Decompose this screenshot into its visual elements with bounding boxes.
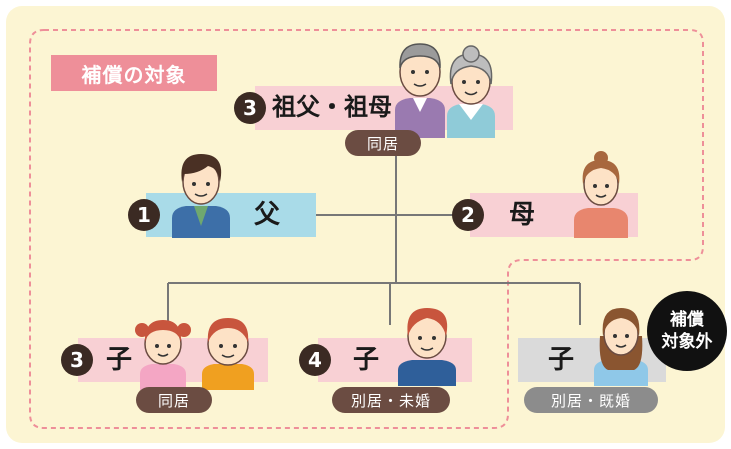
grandparents-label: 祖父・祖母 [272,93,392,121]
mother-label: 母 [509,200,536,230]
father-label: 父 [254,200,281,230]
excluded-badge-line2: 対象外 [661,332,713,352]
grandparents-illustration [395,43,495,138]
grandmother-icon [447,45,495,138]
child-unmarried-label: 子 [353,345,380,375]
young-woman-icon [594,308,648,386]
child-cohabiting-tag: 同居 [136,387,212,413]
child-cohabiting-number: 3 [61,344,93,376]
child-unmarried-tag: 別居・未婚 [332,387,450,413]
father-number: 1 [128,199,160,231]
child-cohabiting-label: 子 [106,345,133,375]
grandparents-tag: 同居 [345,130,421,156]
young-man-icon [398,308,456,386]
boy-icon [202,318,254,390]
child-unmarried-number: 4 [299,344,331,376]
excluded-badge-line1: 補償 [670,309,704,330]
mother-illustration [574,151,628,238]
child-married-illustration [594,308,648,386]
child-married-label: 子 [548,345,575,375]
child-unmarried-illustration [398,308,456,386]
excluded-from-coverage-badge: 補償 対象外 [647,291,727,371]
coverage-dashed-outline [29,29,704,429]
father-illustration [172,154,230,238]
girl-icon [135,320,191,390]
grandparents-number: 3 [234,92,266,124]
father-icon [172,154,230,238]
children-cohabiting-illustration [135,318,254,390]
mother-icon [574,151,628,238]
grandfather-icon [395,43,445,138]
mother-number: 2 [452,199,484,231]
coverage-title-badge: 補償の対象 [51,55,217,91]
child-married-tag: 別居・既婚 [524,387,658,413]
